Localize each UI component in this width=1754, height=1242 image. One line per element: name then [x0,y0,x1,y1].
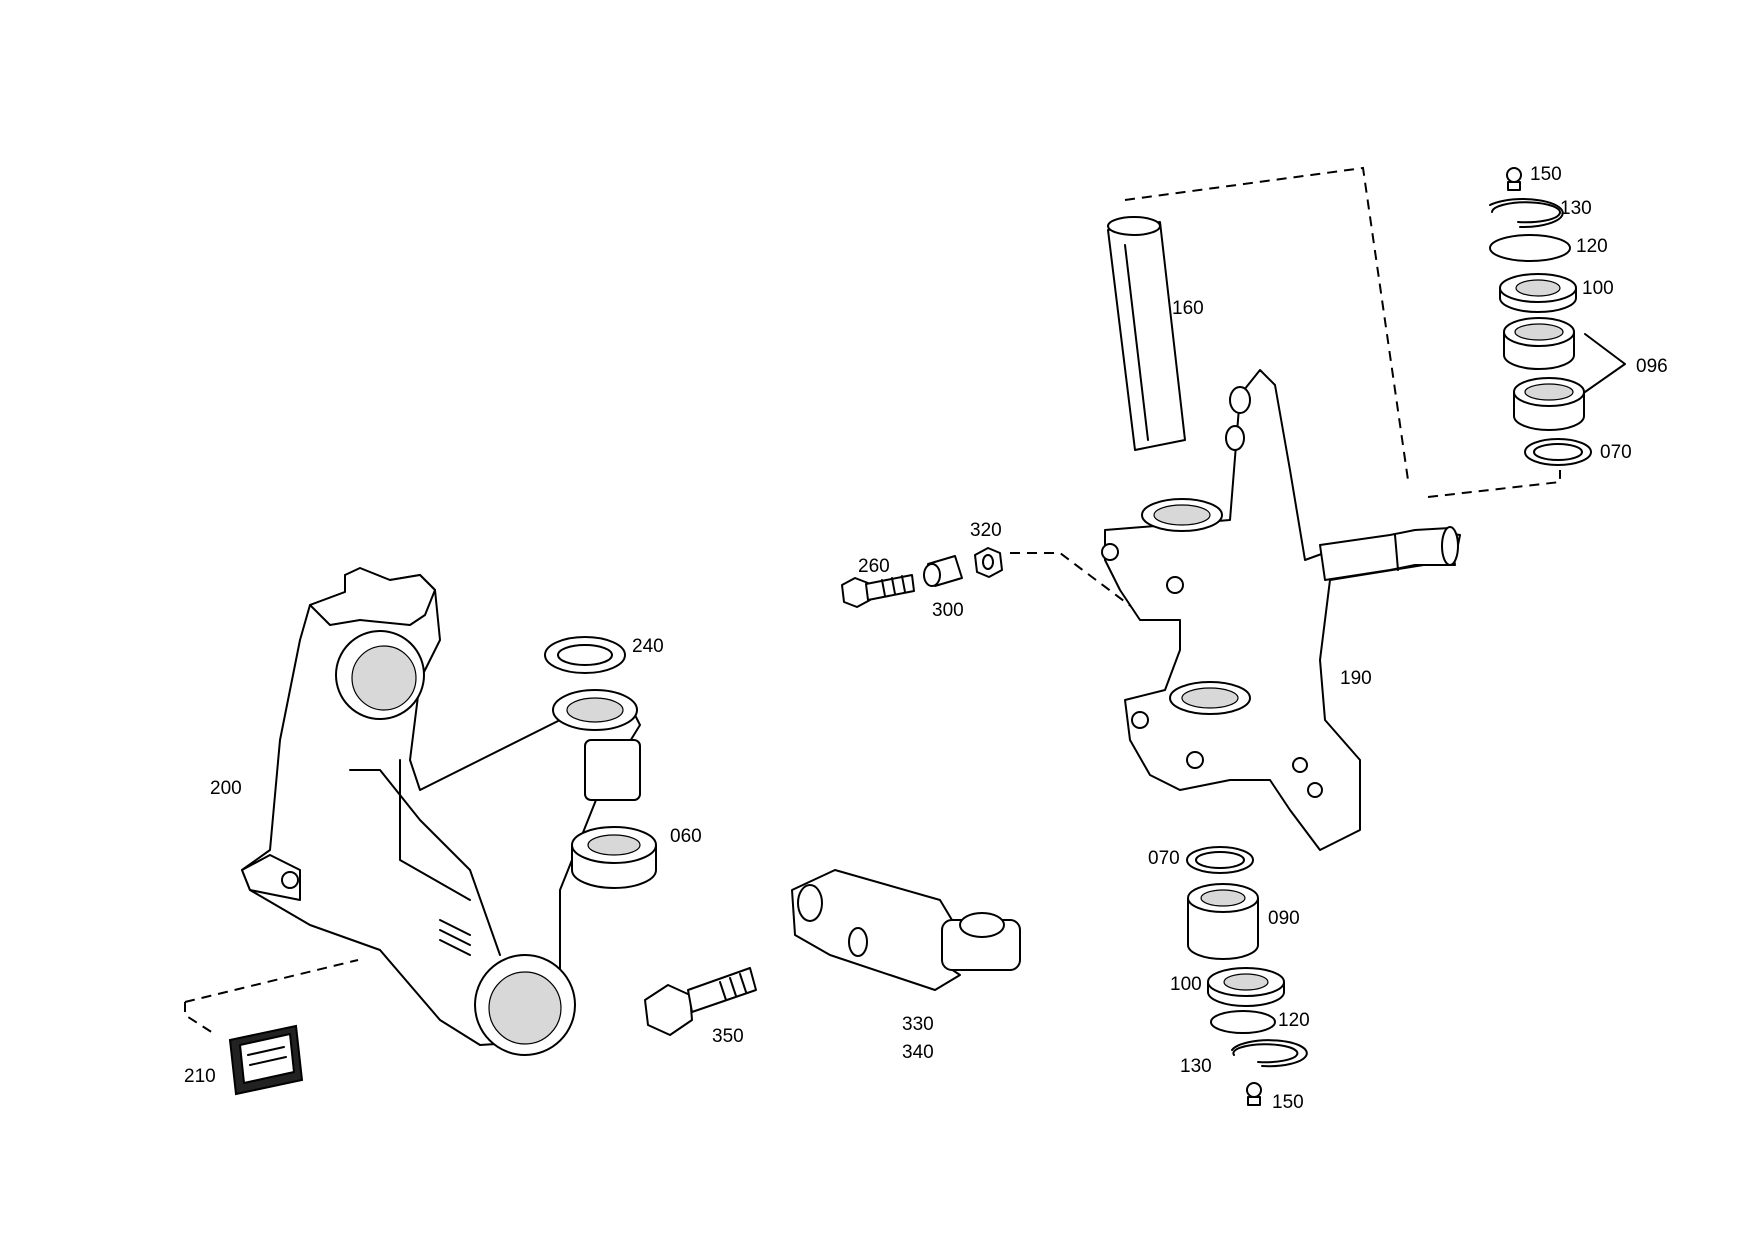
kingpin-160 [1107,216,1186,451]
label-240: 240 [632,636,664,657]
label-150-upper: 150 [1530,164,1562,185]
label-070-lower: 070 [1148,848,1180,869]
label-320: 320 [970,520,1002,541]
axle-bracket-200 [241,567,641,1056]
leader-096 [1584,333,1626,393]
thrust-ring-070-upper [1524,438,1592,466]
grease-nipple-150-upper [1506,167,1522,191]
label-350: 350 [712,1026,744,1047]
bolt-350 [644,967,757,1036]
assembly-dashed-lines [184,166,1561,1034]
label-120-lower: 120 [1278,1010,1310,1031]
o-ring-120-upper [1489,234,1571,262]
label-260: 260 [858,556,890,577]
nameplate-210 [228,1024,304,1096]
label-120-upper: 120 [1576,236,1608,257]
steering-knuckle-190 [1101,369,1461,851]
spacer-300 [923,555,963,587]
label-150-lower: 150 [1272,1092,1304,1113]
label-190: 190 [1340,668,1372,689]
label-100-lower: 100 [1170,974,1202,995]
circlip-130-upper [1489,198,1564,229]
seal-cap-100-lower [1207,967,1285,1007]
o-ring-120-lower [1210,1010,1276,1034]
label-090: 090 [1268,908,1300,929]
seal-cap-100-upper [1499,273,1577,313]
label-060: 060 [670,826,702,847]
needle-bearing-096-a [1503,317,1575,370]
label-070-upper: 070 [1600,442,1632,463]
label-330: 330 [902,1014,934,1035]
lower-bearing-stack [1186,846,1308,1106]
label-160: 160 [1172,298,1204,319]
label-130-lower: 130 [1180,1056,1212,1077]
label-200: 200 [210,778,242,799]
needle-bearing-096-b [1513,377,1585,431]
thrust-ring-070-lower [1186,846,1254,874]
part-labels: 150 130 120 100 096 070 160 320 260 300 … [184,164,1668,1113]
nut-320 [974,547,1003,578]
upper-bearing-stack [1489,167,1626,466]
bearing-060 [571,826,657,889]
label-340: 340 [902,1042,934,1063]
thrust-washer-240 [544,636,626,674]
steering-arm-330-340 [791,869,1021,991]
label-210: 210 [184,1066,216,1087]
grease-nipple-150-lower [1246,1082,1262,1106]
label-300: 300 [932,600,964,621]
label-096: 096 [1636,356,1668,377]
needle-bearing-090 [1187,883,1259,960]
label-130-upper: 130 [1560,198,1592,219]
label-100-upper: 100 [1582,278,1614,299]
bolt-260 [841,574,915,608]
circlip-130-lower [1231,1039,1308,1068]
